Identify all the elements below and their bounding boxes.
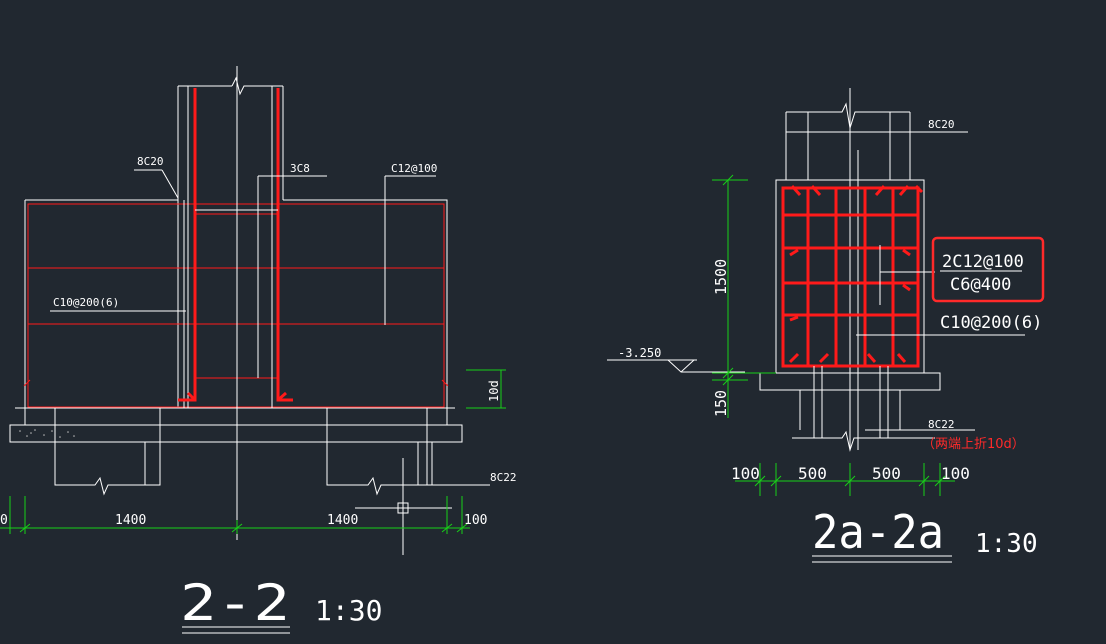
column-break-symbol-right (786, 102, 910, 129)
dim-1400-a: 1400 (115, 513, 146, 528)
dim-r-100-b: 100 (941, 464, 970, 483)
label-8c20: 8C20 (137, 155, 164, 168)
dimension-line-vertical (712, 174, 776, 418)
label-2c12-100: 2C12@100 (942, 252, 1024, 272)
dimension-line-horizontal (735, 463, 955, 496)
dim-150: 150 (712, 390, 730, 417)
dim-100: 100 (464, 513, 487, 528)
dim-1400-b: 1400 (327, 513, 358, 528)
dim-r-100-a: 100 (731, 464, 760, 483)
label-c12-100: C12@100 (391, 162, 437, 175)
column-rebar-left (178, 88, 197, 402)
section-2-2: 8C20 3C8 C12@100 C10@200(6) 8C22 10d (0, 66, 517, 634)
foundation-slab (9, 424, 463, 443)
label-c10-200-right: C10@200(6) (940, 313, 1042, 333)
section-title-2-2: 2-2 (180, 574, 290, 632)
column-rebar-right (276, 88, 293, 402)
label-10d: 10d (487, 380, 501, 402)
dim-left-edge: 0 (0, 513, 8, 528)
label-8c22-right: 8C22 (928, 418, 955, 431)
cursor-crosshair-icon (355, 458, 452, 555)
label-elevation: -3.250 (618, 346, 661, 360)
label-c6-400: C6@400 (950, 275, 1011, 295)
label-3c8: 3C8 (290, 162, 310, 175)
note-bend-up: （两端上折10d） (922, 437, 1025, 452)
pile-left (54, 408, 161, 496)
elevation-marker (607, 359, 745, 373)
section-title-2a-2a: 2a-2a (812, 505, 944, 559)
rebar-cage (781, 184, 924, 368)
label-8c20-right: 8C20 (928, 118, 955, 131)
label-c10-200: C10@200(6) (53, 296, 119, 309)
scale-right: 1:30 (975, 529, 1038, 559)
dim-r-500-a: 500 (798, 464, 827, 483)
label-8c22: 8C22 (490, 471, 517, 484)
highlight-annotation-box (931, 236, 1045, 303)
column-break-symbol (231, 76, 283, 96)
dim-r-500-b: 500 (872, 464, 901, 483)
section-2a-2a: 8C20 (607, 88, 1045, 563)
pile-right (326, 408, 428, 496)
dimension-line-bottom (0, 496, 470, 534)
base-slab-right (759, 372, 941, 391)
concrete-hatch (19, 429, 75, 438)
scale-left: 1:30 (315, 594, 382, 627)
dim-1500: 1500 (712, 259, 730, 295)
inner-rebar-boundary (27, 203, 445, 408)
